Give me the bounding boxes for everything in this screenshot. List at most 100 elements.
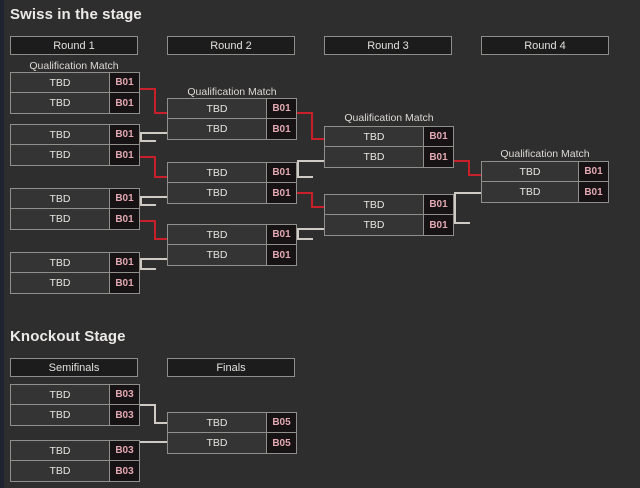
match-row[interactable]: TBD B01 — [11, 189, 139, 209]
connector-r2m1-in-top — [154, 112, 168, 114]
match-format-badge: B01 — [578, 162, 608, 181]
team-name: TBD — [519, 165, 541, 178]
match-r1-m2[interactable]: TBD B01 TBD B01 — [10, 124, 140, 166]
team-name: TBD — [206, 123, 228, 135]
left-edge-strip — [0, 0, 4, 488]
connector-sf1-out — [140, 404, 156, 406]
connector-r2m3-vert — [297, 228, 299, 240]
match-r1-m3[interactable]: TBD B01 TBD B01 — [10, 188, 140, 230]
match-row[interactable]: TBD B01 — [11, 253, 139, 273]
connector-r1m3-out — [140, 204, 156, 206]
team-name: TBD — [206, 437, 228, 449]
match-r4-m1[interactable]: TBD B01 TBD B01 — [481, 161, 609, 203]
connector-r1m3-red-vert — [154, 220, 156, 240]
team-name: TBD — [206, 228, 228, 241]
match-semifinal-1[interactable]: TBD B03 TBD B03 — [10, 384, 140, 426]
connector-final-in-top — [154, 422, 168, 424]
match-r3-m2[interactable]: TBD B01 TBD B01 — [324, 194, 454, 236]
match-row[interactable]: TBD B01 — [168, 99, 296, 119]
match-row[interactable]: TBD B01 — [482, 182, 608, 202]
round-header-round-4[interactable]: Round 4 — [481, 36, 609, 55]
connector-r1m2-red-out — [140, 156, 156, 158]
team-name: TBD — [49, 465, 71, 477]
connector-r3m1-vert — [468, 160, 470, 176]
match-final[interactable]: TBD B05 TBD B05 — [167, 412, 297, 454]
team-name: TBD — [49, 256, 71, 269]
team-name: TBD — [363, 130, 385, 143]
team-name: TBD — [49, 192, 71, 205]
match-format-badge: B01 — [109, 145, 139, 165]
match-format-badge: B01 — [423, 215, 453, 235]
match-row[interactable]: TBD B01 — [325, 215, 453, 235]
match-row[interactable]: TBD B05 — [168, 413, 296, 433]
team-name: TBD — [363, 151, 385, 163]
qualification-label-r2m1: Qualification Match — [187, 86, 277, 98]
match-row[interactable]: TBD B01 — [168, 119, 296, 139]
match-r2-m1[interactable]: TBD B01 TBD B01 — [167, 98, 297, 140]
qualification-label-r4m1: Qualification Match — [500, 148, 590, 160]
match-r3-m1[interactable]: TBD B01 TBD B01 — [324, 126, 454, 168]
connector-r4m1-in-top — [468, 174, 482, 176]
match-row[interactable]: TBD B01 — [11, 145, 139, 165]
match-row[interactable]: TBD B01 — [168, 183, 296, 203]
match-row[interactable]: TBD B01 — [11, 125, 139, 145]
match-r2-m3[interactable]: TBD B01 TBD B01 — [167, 224, 297, 266]
connector-r1m1-out — [140, 88, 156, 90]
match-r2-m2[interactable]: TBD B01 TBD B01 — [167, 162, 297, 204]
connector-r3m2-in-bottom — [297, 228, 325, 230]
match-row[interactable]: TBD B01 — [168, 163, 296, 183]
connector-r1m3-red-out — [140, 220, 156, 222]
team-name: TBD — [363, 198, 385, 211]
match-row[interactable]: TBD B01 — [11, 93, 139, 113]
connector-r3m1-out — [454, 160, 470, 162]
qualification-label-r1m1: Qualification Match — [29, 60, 119, 72]
match-r1-m1[interactable]: TBD B01 TBD B01 — [10, 72, 140, 114]
connector-r2m2-in-bottom — [140, 196, 168, 198]
round-header-round-3[interactable]: Round 3 — [324, 36, 452, 55]
match-format-badge: B01 — [109, 189, 139, 208]
match-r1-m4[interactable]: TBD B01 TBD B01 — [10, 252, 140, 294]
round-header-round-2[interactable]: Round 2 — [167, 36, 295, 55]
match-format-badge: B01 — [109, 253, 139, 272]
match-format-badge: B03 — [109, 441, 139, 460]
match-row[interactable]: TBD B03 — [11, 441, 139, 461]
team-name: TBD — [49, 76, 71, 89]
match-format-badge: B01 — [423, 147, 453, 167]
connector-r1m2-out — [140, 140, 156, 142]
match-row[interactable]: TBD B01 — [168, 245, 296, 265]
team-name: TBD — [49, 149, 71, 161]
swiss-stage-title: Swiss in the stage — [10, 6, 142, 23]
match-format-badge: B05 — [266, 433, 296, 453]
match-row[interactable]: TBD B05 — [168, 433, 296, 453]
match-semifinal-2[interactable]: TBD B03 TBD B03 — [10, 440, 140, 482]
connector-r3m2-vert — [454, 192, 456, 224]
match-format-badge: B01 — [266, 225, 296, 244]
match-format-badge: B03 — [109, 405, 139, 425]
match-row[interactable]: TBD B01 — [11, 209, 139, 229]
team-name: TBD — [206, 102, 228, 115]
connector-r1m4-vert — [140, 258, 142, 270]
match-row[interactable]: TBD B01 — [325, 127, 453, 147]
match-row[interactable]: TBD B01 — [11, 73, 139, 93]
match-row[interactable]: TBD B01 — [482, 162, 608, 182]
connector-r2m1-vert — [311, 112, 313, 140]
match-format-badge: B01 — [109, 73, 139, 92]
match-row[interactable]: TBD B03 — [11, 461, 139, 481]
match-format-badge: B01 — [578, 182, 608, 202]
match-row[interactable]: TBD B01 — [168, 225, 296, 245]
connector-r1m2-red-vert — [154, 156, 156, 178]
match-format-badge: B01 — [266, 99, 296, 118]
round-header-round-1[interactable]: Round 1 — [10, 36, 138, 55]
team-name: TBD — [49, 409, 71, 421]
match-row[interactable]: TBD B03 — [11, 405, 139, 425]
team-name: TBD — [206, 249, 228, 261]
match-row[interactable]: TBD B03 — [11, 385, 139, 405]
round-header-semifinals[interactable]: Semifinals — [10, 358, 138, 377]
round-header-finals[interactable]: Finals — [167, 358, 295, 377]
match-row[interactable]: TBD B01 — [11, 273, 139, 293]
team-name: TBD — [206, 166, 228, 179]
team-name: TBD — [49, 128, 71, 141]
match-row[interactable]: TBD B01 — [325, 147, 453, 167]
match-format-badge: B01 — [423, 195, 453, 214]
match-row[interactable]: TBD B01 — [325, 195, 453, 215]
